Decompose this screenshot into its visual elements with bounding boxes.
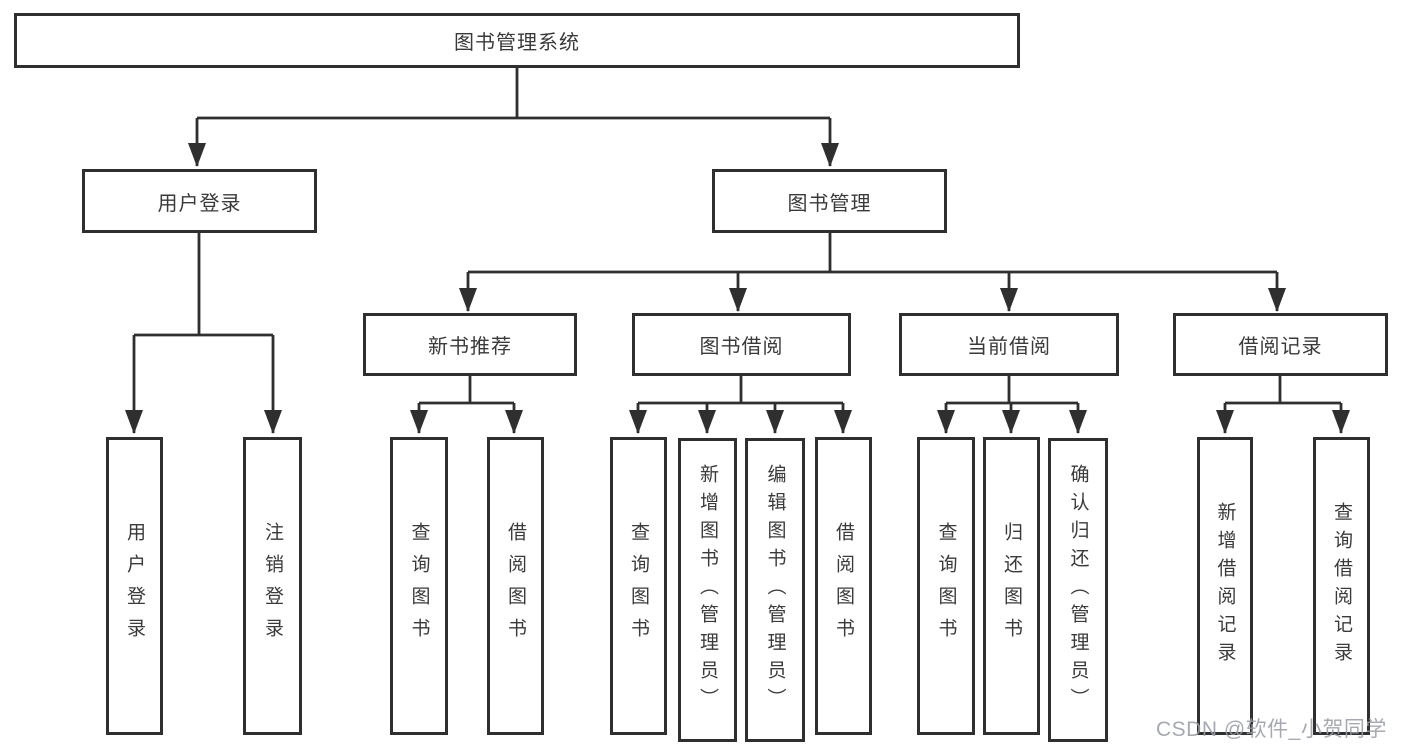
node-borrow-records: 借阅记录 (1173, 313, 1388, 376)
leaf-records-query-record-label: 查询借阅记录 (1331, 502, 1352, 670)
leaf-recommend-borrow-books-label: 借阅图书 (505, 522, 526, 650)
leaf-records-add-record-label: 新增借阅记录 (1214, 502, 1236, 670)
leaf-recommend-query-books: 查询图书 (390, 437, 448, 735)
csdn-watermark: CSDN @软件_小贺同学 (1156, 718, 1387, 741)
node-current-borrow: 当前借阅 (899, 313, 1119, 376)
leaf-current-query-books-label: 查询图书 (935, 522, 957, 650)
leaf-current-return-books-label: 归还图书 (1001, 522, 1022, 650)
node-user-login: 用户登录 (82, 169, 317, 233)
node-book-borrow: 图书借阅 (632, 313, 851, 376)
leaf-borrow-edit-books-admin: 编辑图书（管理员） (745, 438, 805, 742)
leaf-recommend-query-books-label: 查询图书 (408, 522, 430, 650)
leaf-records-add-record: 新增借阅记录 (1197, 437, 1253, 735)
leaf-user-login: 用户登录 (106, 437, 163, 735)
leaf-records-query-record: 查询借阅记录 (1313, 437, 1370, 735)
leaf-borrow-add-books-admin: 新增图书（管理员） (678, 438, 737, 742)
leaf-logout: 注销登录 (243, 437, 302, 735)
leaf-user-login-label: 用户登录 (124, 522, 145, 650)
node-library-system: 图书管理系统 (14, 13, 1020, 68)
leaf-borrow-query-books-label: 查询图书 (628, 522, 649, 650)
leaf-recommend-borrow-books: 借阅图书 (487, 437, 544, 735)
leaf-current-confirm-return-admin-label: 确认归还（管理员） (1067, 464, 1089, 716)
node-new-book-recommend: 新书推荐 (363, 313, 577, 376)
node-book-management: 图书管理 (712, 169, 947, 233)
leaf-current-confirm-return-admin: 确认归还（管理员） (1048, 438, 1108, 742)
leaf-current-query-books: 查询图书 (917, 437, 975, 735)
leaf-borrow-borrow-books-label: 借阅图书 (833, 522, 854, 650)
leaf-current-return-books: 归还图书 (983, 437, 1040, 735)
leaf-logout-label: 注销登录 (262, 522, 283, 650)
leaf-borrow-add-books-admin-label: 新增图书（管理员） (697, 464, 718, 716)
leaf-borrow-query-books: 查询图书 (610, 437, 667, 735)
leaf-borrow-edit-books-admin-label: 编辑图书（管理员） (764, 464, 786, 716)
leaf-borrow-borrow-books: 借阅图书 (815, 437, 872, 735)
